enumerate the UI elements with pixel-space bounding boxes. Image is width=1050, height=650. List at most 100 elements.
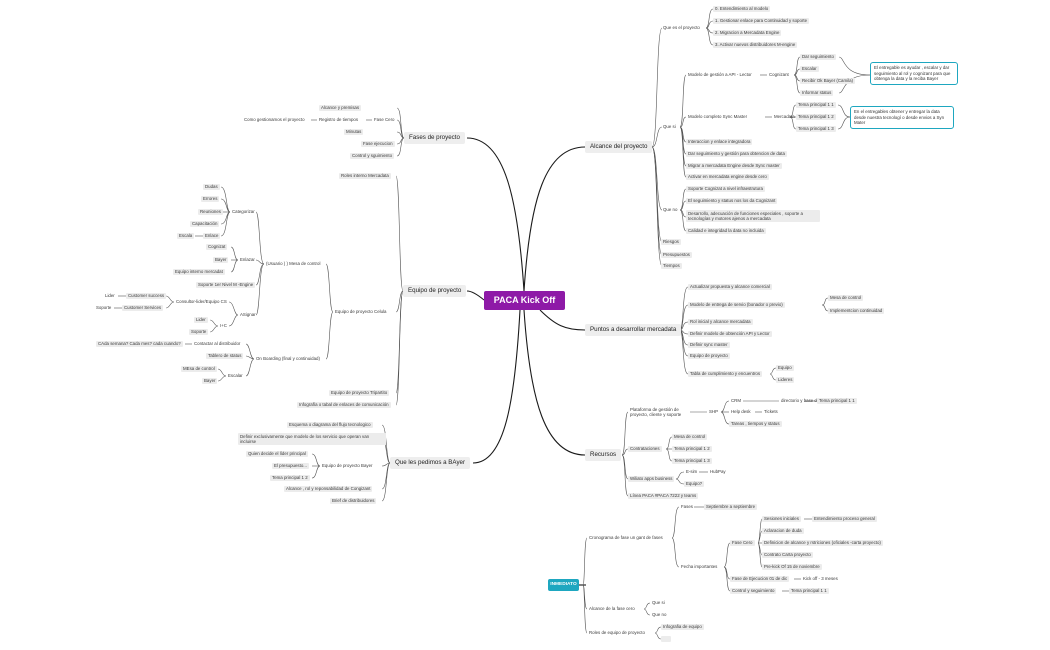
- node-entrega-item[interactable]: Implementcion continuidad: [828, 308, 885, 314]
- node-roles-interno[interactable]: Roles interno Mercadata: [339, 173, 391, 179]
- node-que-no-item[interactable]: El seguimiento y status nos los da Cogni…: [686, 198, 778, 204]
- node-crm-dir[interactable]: directorio y base de datos: [781, 398, 832, 403]
- node-que-si-cero[interactable]: Que si: [652, 600, 665, 605]
- node-lider[interactable]: Lider: [105, 293, 115, 298]
- node-mercadata-item[interactable]: Tema principal 1 2: [796, 114, 836, 120]
- node-cat-item[interactable]: Enlace: [203, 233, 221, 239]
- node-tabla-item[interactable]: Lideres: [776, 377, 795, 383]
- node-tripartito[interactable]: Equipo de proyecto Tripartito: [329, 390, 390, 396]
- node-fase-cero-left[interactable]: Fase Cero: [374, 117, 395, 122]
- node-control-val[interactable]: Tema principal 1 1: [789, 588, 829, 594]
- node-customer-success[interactable]: Customer success: [126, 293, 167, 299]
- node-esim[interactable]: E-sim: [686, 469, 698, 474]
- node-enl-item[interactable]: Bayer: [213, 257, 229, 263]
- node-bayer-item[interactable]: Quien decide el líder principal: [246, 451, 308, 457]
- node-tareas[interactable]: Tareas , tiempos y status: [729, 421, 782, 427]
- node-fase-cero-item[interactable]: Sesiones iniciales: [762, 516, 801, 522]
- node-help-desk[interactable]: Help desk: [731, 409, 751, 414]
- node-cognizant-item[interactable]: Informar status: [800, 90, 834, 96]
- node-cognizant[interactable]: Cognizant: [769, 72, 789, 77]
- node-alcance-premisas[interactable]: Alcance y premisas: [319, 105, 362, 111]
- node-entrega-item[interactable]: Mesa de control: [828, 295, 864, 301]
- node-minutas[interactable]: Minutas: [344, 129, 364, 135]
- branch-fases[interactable]: Fases de proyecto: [404, 132, 465, 144]
- node-enl-item[interactable]: Cognizat: [206, 244, 228, 250]
- node-cat-item[interactable]: Dudas: [203, 184, 220, 190]
- node-soporte[interactable]: Soporte: [96, 305, 112, 310]
- branch-recursos[interactable]: Recursos: [585, 449, 622, 461]
- node-onboarding[interactable]: On Boarding (final y continuidad): [256, 356, 320, 361]
- node-fase-cero-item[interactable]: Contrato Carta proyecto: [762, 552, 813, 558]
- node-cat-item[interactable]: Errores: [201, 196, 220, 202]
- node-que-no-item[interactable]: Desarrollo, adecuación de funciones espe…: [686, 210, 820, 223]
- root-node[interactable]: PACA Kick Off: [484, 291, 565, 310]
- node-linea[interactable]: Línea PACA #PACA 7222 y teams: [628, 493, 699, 499]
- node-contrataciones[interactable]: Contrataciones: [628, 446, 662, 452]
- node-contactar-q[interactable]: CAda semana? Cada mes? cada cuando?: [96, 341, 183, 347]
- node-fase-cero-item[interactable]: Aclaracion de duda: [762, 528, 804, 534]
- node-enlazar[interactable]: Enlazar: [240, 257, 255, 262]
- node-mercadata-item[interactable]: Tema principal 1 1: [796, 102, 836, 108]
- branch-alcance[interactable]: Alcance del proyecto: [585, 141, 653, 153]
- node-empty[interactable]: [661, 636, 671, 642]
- node-sesiones-val[interactable]: Entendimiento proceso general: [812, 516, 877, 522]
- node-celula[interactable]: Equipo de proyecto Celula: [335, 309, 387, 314]
- node-escalar-item[interactable]: Bayer: [202, 378, 218, 384]
- node-cronograma[interactable]: Cronograma de fase un gant de fases: [589, 535, 663, 540]
- node-tickets[interactable]: Tickets: [764, 409, 778, 414]
- node-roles[interactable]: Roles de equipo de proyecto: [589, 630, 645, 635]
- node-pedimos-item[interactable]: Definir exclusivamente que modelo de los…: [238, 433, 386, 446]
- node-cat-item[interactable]: Reuniones: [198, 209, 223, 215]
- node-que-es-item[interactable]: 0. Entendimiento al modelo: [713, 6, 771, 12]
- node-fase-cero-item[interactable]: Definicion de alcance y rstriciones (ofi…: [762, 540, 883, 546]
- node-hubpay[interactable]: HubPay: [710, 469, 726, 474]
- node-puntos-item[interactable]: Actualizar propuesta y alcance comercial: [688, 284, 772, 290]
- node-ic[interactable]: I+C: [220, 323, 227, 328]
- node-mercadata-item[interactable]: Tema principal 1 3: [796, 126, 836, 132]
- node-riesgos[interactable]: Riesgos: [661, 239, 681, 245]
- node-contr-item[interactable]: Tema principal 1 3: [672, 458, 712, 464]
- node-categorizar[interactable]: Categorizar: [232, 209, 255, 214]
- node-que-si-item[interactable]: Dar seguimiento y gestión para obtencion…: [686, 151, 787, 157]
- node-como[interactable]: Como gestionamos el proyecto: [244, 117, 305, 122]
- inmediato-tag[interactable]: INMEDIATO: [548, 579, 579, 591]
- node-tablero[interactable]: Tablero de status: [206, 353, 244, 359]
- node-que-si-item[interactable]: Activar en mercadata engine desde cero: [686, 174, 769, 180]
- node-infografia-enlaces[interactable]: Infografía o tabal de enlaces de comunic…: [297, 402, 391, 408]
- node-pedimos-item[interactable]: Brief de distribuidores: [330, 498, 377, 504]
- node-cognizant-item[interactable]: Recibir Ok Bayer (Camila): [800, 78, 855, 84]
- node-que-no-cero[interactable]: Que no: [652, 612, 667, 617]
- node-mercadata[interactable]: Mercadata: [774, 114, 795, 119]
- node-fase-cero-item[interactable]: Pre-kick Of 15 de noviembre: [762, 564, 822, 570]
- node-customer-services[interactable]: Customer Services: [122, 305, 164, 311]
- node-crm[interactable]: CRM: [731, 398, 741, 403]
- node-que-no[interactable]: Que no: [663, 207, 678, 212]
- node-enl-item[interactable]: Equipo interno mercadat: [173, 269, 225, 275]
- node-puntos-item[interactable]: Rol inicial y alcance mercadata: [688, 319, 753, 325]
- node-puntos-item[interactable]: Equipo de proyecto: [688, 353, 730, 359]
- node-pedimos-item[interactable]: Equipo de proyecto Bayer: [322, 463, 373, 468]
- node-que-es-item[interactable]: 1. Gestionar enlace para Continuidad y s…: [713, 18, 810, 24]
- node-soporte2[interactable]: Soporte: [189, 329, 209, 335]
- node-shp[interactable]: SHP: [709, 409, 719, 414]
- node-plataforma[interactable]: Plataforma de gestión de proyecto, clien…: [630, 407, 682, 418]
- node-lider2[interactable]: Lider: [194, 317, 208, 323]
- node-puntos-item[interactable]: Definir modelo de obtención API y Lector: [688, 331, 772, 337]
- node-que-si-item[interactable]: Migrar a mercadata Engine desde Sync mas…: [686, 163, 782, 169]
- node-que-es-item[interactable]: 3. Activar nuevos distribuidores M-engin…: [713, 42, 798, 48]
- node-cognizant-item[interactable]: Dar seguimiento: [800, 54, 836, 60]
- node-tabla-item[interactable]: Equipo: [776, 365, 794, 371]
- node-bayer-item[interactable]: El presupuesto...: [272, 463, 309, 469]
- node-escala[interactable]: Escala: [177, 233, 195, 239]
- node-fase-ejecucion-left[interactable]: Fase ejecucion: [361, 141, 395, 147]
- branch-puntos[interactable]: Puntos a desarrollar mercadata: [585, 324, 682, 336]
- node-contr-item[interactable]: Tema principal 1 2: [672, 446, 712, 452]
- node-control-left[interactable]: Control y sguimiento: [350, 153, 395, 159]
- node-infografia-equipo[interactable]: Infografia de equipo: [661, 624, 704, 630]
- node-que-si[interactable]: Que si: [663, 124, 676, 129]
- node-fase-cero[interactable]: Fase Cero: [730, 540, 755, 546]
- node-escalar-item[interactable]: MEsa de control: [181, 366, 217, 372]
- node-escalar[interactable]: Escalar: [228, 373, 243, 378]
- node-que-no-item[interactable]: Calidad e integridad la data no incluida: [686, 228, 766, 234]
- node-fases-val[interactable]: Septiembre a septiembre: [704, 504, 758, 510]
